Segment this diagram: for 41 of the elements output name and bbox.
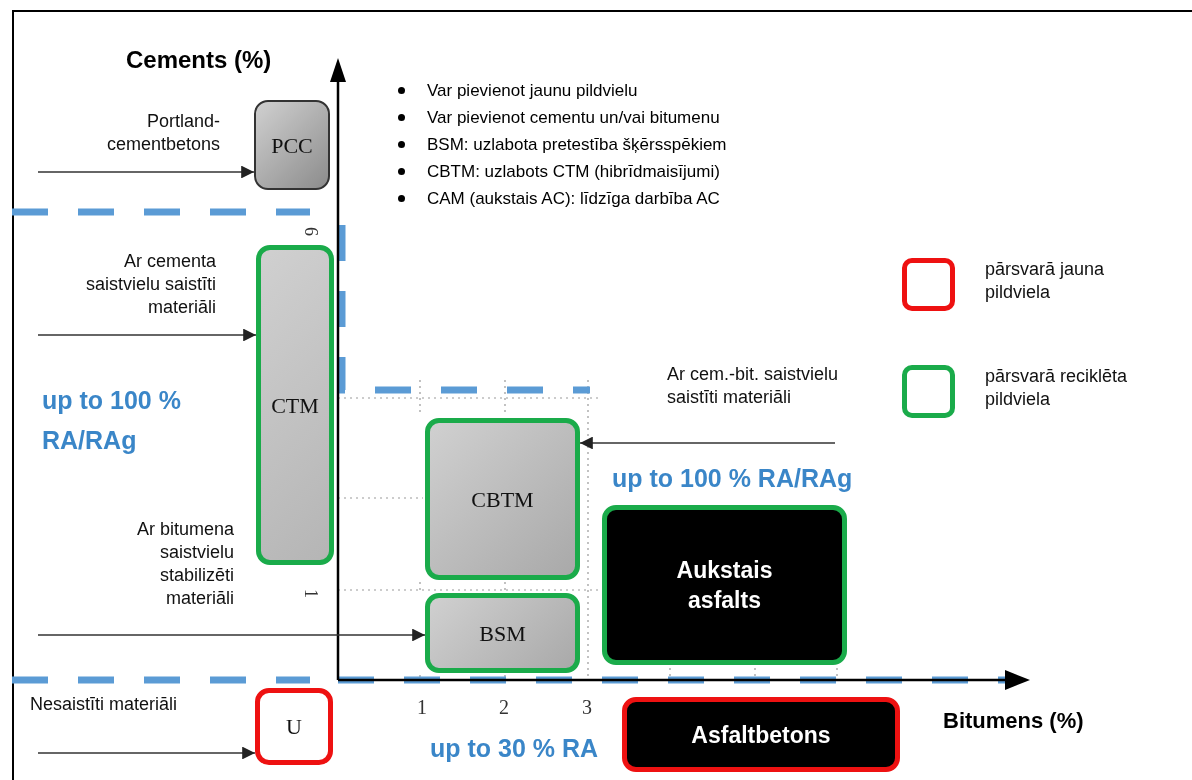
axis-title: Cements (%) [126, 45, 272, 75]
box-label: CTM [270, 391, 320, 420]
arrow [37, 165, 255, 179]
annotation-text: up to 30 % RA [430, 733, 599, 764]
material-box [622, 697, 900, 772]
tick-label: 2 [499, 695, 509, 720]
annotation-text: up to 100 % RA/RAg [612, 463, 853, 494]
material-box [602, 505, 847, 665]
material-caption: Nesaistīti materiāli [30, 693, 178, 716]
material-caption: Ar bitumena saistvielu stabilizēti materiāli [135, 518, 234, 610]
material-box [256, 245, 334, 565]
material-box [254, 100, 330, 190]
material-caption: Ar cem.-bit. saistvielu saistīti materiāli [667, 363, 840, 409]
bullet-item: Var pievienot cementu un/vai bitumenu [427, 107, 720, 129]
tick-label: 6 [300, 227, 322, 236]
arrow [37, 746, 256, 760]
arrow [579, 436, 836, 450]
material-box [425, 418, 580, 580]
bullet-item: Var pievienot jaunu pildvielu [427, 80, 638, 102]
material-box [255, 688, 333, 765]
box-label: CBTM [470, 485, 535, 514]
legend-text: pārsvarā jauna pildviela [985, 258, 1106, 304]
legend-text: pārsvarā reciklēta pildviela [985, 365, 1129, 411]
box-label: Aukstais asfalts [675, 556, 774, 615]
arrow [37, 628, 426, 642]
tick-label: 1 [417, 695, 427, 720]
annotation-text: up to 100 % RA/RAg [42, 385, 182, 456]
material-box [425, 593, 580, 673]
box-label: BSM [478, 619, 527, 648]
tick-label: 3 [582, 695, 592, 720]
bullet-item: CAM (aukstais AC): līdzīga darbība AC [427, 188, 720, 210]
axis-title: Bitumens (%) [943, 707, 1084, 735]
box-label: Asfaltbetons [690, 720, 832, 750]
tick-label: 1 [300, 589, 322, 598]
bullet-item: CBTM: uzlabots CTM (hibrīdmaisījumi) [427, 161, 720, 183]
material-caption: Portland- cementbetons [105, 110, 220, 156]
arrow [37, 328, 257, 342]
bullet-item: BSM: uzlabota pretestība šķērsspēkiem [427, 134, 727, 156]
box-label: U [285, 713, 303, 741]
box-label: PCC [270, 131, 314, 160]
material-caption: Ar cementa saistvielu saistīti materiāli [84, 250, 216, 319]
